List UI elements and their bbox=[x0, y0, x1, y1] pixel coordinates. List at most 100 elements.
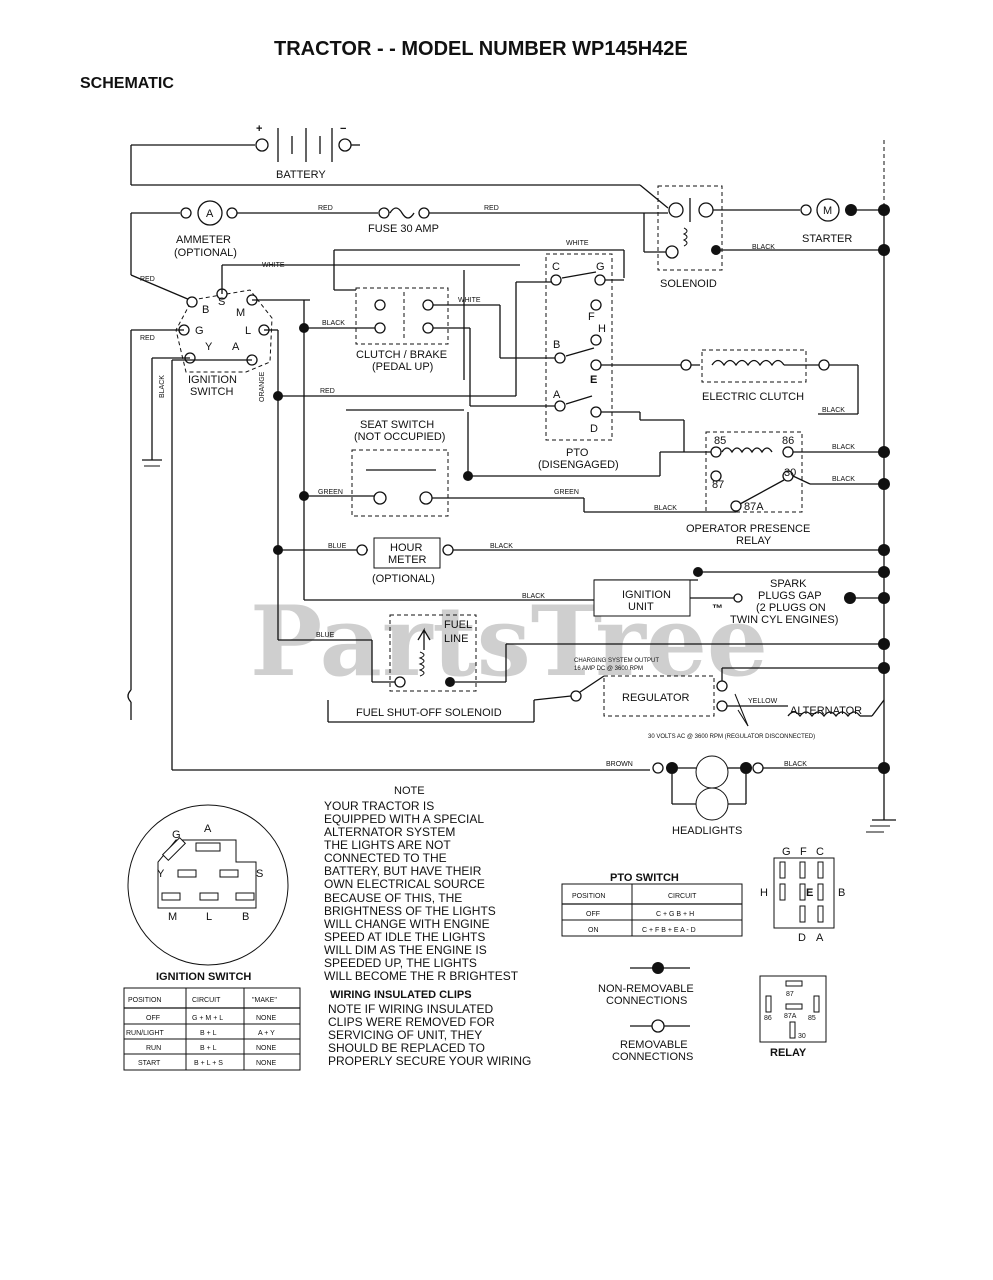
pto-terminal-e: E bbox=[590, 374, 597, 386]
ign-terminal-g: G bbox=[195, 325, 204, 337]
wire-label-black: BLACK bbox=[322, 320, 345, 327]
ign-terminal-l: L bbox=[245, 325, 251, 337]
note-line: SPEED AT IDLE THE LIGHTS bbox=[324, 930, 485, 944]
ign-table-cell: OFF bbox=[146, 1015, 160, 1022]
battery-label: BATTERY bbox=[276, 169, 326, 181]
electric-clutch-label: ELECTRIC CLUTCH bbox=[702, 391, 804, 403]
spark-label-4: TWIN CYL ENGINES) bbox=[730, 614, 838, 626]
pto-table-header-circuit: CIRCUIT bbox=[668, 893, 697, 900]
ign-table-cell: NONE bbox=[256, 1015, 277, 1022]
pto-face-f: F bbox=[800, 846, 807, 858]
pto-terminal-a: A bbox=[553, 389, 561, 401]
clips-line: SERVICING OF UNIT, THEY bbox=[328, 1028, 482, 1042]
battery-positive-label: + bbox=[256, 123, 262, 135]
ign-table-cell: RUN/LIGHT bbox=[126, 1030, 164, 1037]
ign-terminal-m: M bbox=[236, 307, 245, 319]
fuse-label: FUSE 30 AMP bbox=[368, 223, 439, 235]
ignition-switch-table: IGNITION SWITCH POSITION CIRCUIT "MAKE" … bbox=[123, 971, 301, 1071]
pto-terminal-d: D bbox=[590, 423, 598, 435]
note-block: NOTE YOUR TRACTOR IS EQUIPPED WITH A SPE… bbox=[324, 785, 531, 1068]
ignition-table-title: IGNITION SWITCH bbox=[156, 971, 251, 983]
note-line: BRIGHTNESS OF THE LIGHTS bbox=[324, 904, 496, 918]
wire-label-red: RED bbox=[140, 335, 155, 342]
pto-face-g: G bbox=[782, 846, 791, 858]
relay-face-87: 87 bbox=[786, 991, 794, 998]
ignition-unit: BLACK IGNITION UNIT SPARK PLUGS GAP (2 P… bbox=[304, 566, 890, 626]
seat-switch: GREEN GREEN SEAT SWITCH (NOT OCCUPIED) bbox=[299, 300, 584, 600]
wire-label-red: RED bbox=[140, 276, 155, 283]
ign-face-g: G bbox=[172, 829, 181, 841]
ign-table-cell: B + L bbox=[200, 1030, 217, 1037]
relay-terminal-86: 86 bbox=[782, 435, 794, 447]
note-line: EQUIPPED WITH A SPECIAL bbox=[324, 812, 484, 826]
ign-table-header-circuit: CIRCUIT bbox=[192, 997, 221, 1004]
relay-face-85: 85 bbox=[808, 1015, 816, 1022]
connection-legend: NON-REMOVABLE CONNECTIONS REMOVABLE CONN… bbox=[598, 962, 694, 1063]
solenoid: BLACK SOLENOID bbox=[643, 185, 884, 290]
ignition-switch-label: IGNITION bbox=[188, 374, 237, 386]
wire-label-black: BLACK bbox=[490, 543, 513, 550]
wire-label-white: WHITE bbox=[262, 262, 285, 269]
ign-table-cell: START bbox=[138, 1060, 161, 1067]
pto-table-cell: C + G B + H bbox=[656, 911, 694, 918]
seat-switch-label-2: (NOT OCCUPIED) bbox=[354, 431, 445, 443]
note-line: ALTERNATOR SYSTEM bbox=[324, 825, 455, 839]
headlights-label: HEADLIGHTS bbox=[672, 825, 742, 837]
charging-output-label: CHARGING SYSTEM OUTPUT bbox=[574, 658, 659, 664]
ign-face-a: A bbox=[204, 823, 212, 835]
pto-table-title: PTO SWITCH bbox=[610, 872, 679, 884]
pto-terminal-b: B bbox=[553, 339, 560, 351]
note-line: WILL BECOME THE R BRIGHTEST bbox=[324, 969, 519, 983]
fuel-line-label: LINE bbox=[444, 633, 468, 645]
alternator-note: 30 VOLTS AC @ 3600 RPM (REGULATOR DISCON… bbox=[648, 734, 815, 740]
pto-switch-table: PTO SWITCH POSITION CIRCUIT OFF C + G B … bbox=[561, 872, 743, 937]
hour-meter-label-2: METER bbox=[388, 554, 427, 566]
ign-face-s: S bbox=[256, 868, 263, 880]
ignition-switch-face: G A Y S M L B bbox=[127, 804, 289, 966]
page-title: TRACTOR - - MODEL NUMBER WP145H42E bbox=[274, 38, 688, 60]
pto-face-b: B bbox=[838, 887, 845, 899]
clips-line: NOTE IF WIRING INSULATED bbox=[328, 1002, 493, 1016]
spark-label-2: PLUGS GAP bbox=[758, 590, 822, 602]
pto-face-a: A bbox=[816, 932, 824, 944]
note-line: YOUR TRACTOR IS bbox=[324, 799, 434, 813]
regulator-label: REGULATOR bbox=[622, 692, 689, 704]
pto-terminal-f: F bbox=[588, 311, 595, 323]
ammeter-symbol bbox=[197, 200, 223, 226]
wire-label-brown: BROWN bbox=[606, 761, 633, 768]
regulator-alternator: YELLOW CHARGING SYSTEM OUTPUT 16 AMP DC … bbox=[533, 658, 890, 740]
wire-label-blue: BLUE bbox=[328, 543, 347, 550]
battery-negative-label: − bbox=[340, 123, 346, 135]
note-line: BATTERY, BUT HAVE THEIR bbox=[324, 864, 482, 878]
ign-table-cell: NONE bbox=[256, 1060, 277, 1067]
fuel-solenoid-label: FUEL SHUT-OFF SOLENOID bbox=[356, 707, 502, 719]
wire-label-yellow: YELLOW bbox=[748, 698, 778, 705]
non-removable-symbol bbox=[652, 962, 664, 974]
ammeter-fuse-line: A RED RED RED AMMETER (OPTIONAL) FUSE 30… bbox=[130, 200, 668, 301]
note-line: SPEEDED UP, THE LIGHTS bbox=[324, 956, 477, 970]
wire-label-black: BLACK bbox=[822, 407, 845, 414]
ign-terminal-y: Y bbox=[205, 341, 213, 353]
legend-removable: REMOVABLE bbox=[620, 1039, 688, 1051]
wire-label-green: GREEN bbox=[318, 489, 343, 496]
alternator-label: ALTERNATOR bbox=[790, 705, 862, 717]
wire-label-black: BLACK bbox=[832, 444, 855, 451]
fuel-shutoff-solenoid: BLUE FUEL LINE FUEL SHUT-OFF SOLENOID bbox=[277, 600, 890, 723]
wire-label-black: BLACK bbox=[832, 476, 855, 483]
hour-meter-optional-label: (OPTIONAL) bbox=[372, 573, 435, 585]
legend-removable-2: CONNECTIONS bbox=[612, 1051, 693, 1063]
clips-line: SHOULD BE REPLACED TO bbox=[328, 1041, 485, 1055]
legend-non-removable: NON-REMOVABLE bbox=[598, 983, 694, 995]
clips-heading: WIRING INSULATED CLIPS bbox=[330, 989, 472, 1001]
pto-table-cell: ON bbox=[588, 927, 599, 934]
ign-face-y: Y bbox=[157, 868, 165, 880]
pto-face-h: H bbox=[760, 887, 768, 899]
ignition-switch-label-2: SWITCH bbox=[190, 386, 233, 398]
pto-terminal-g: G bbox=[596, 261, 605, 273]
note-line: WILL CHANGE WITH ENGINE bbox=[324, 917, 490, 931]
operator-presence-relay: 85 86 87 30 87A OPERATOR PRESENCE RELAY … bbox=[583, 419, 890, 547]
solenoid-label: SOLENOID bbox=[660, 278, 717, 290]
ign-table-cell: B + L bbox=[200, 1045, 217, 1052]
clutch-brake-switch: BLACK WHITE CLUTCH / BRAKE (PEDAL UP) bbox=[299, 249, 520, 411]
relay-terminal-87a: 87A bbox=[744, 501, 764, 513]
